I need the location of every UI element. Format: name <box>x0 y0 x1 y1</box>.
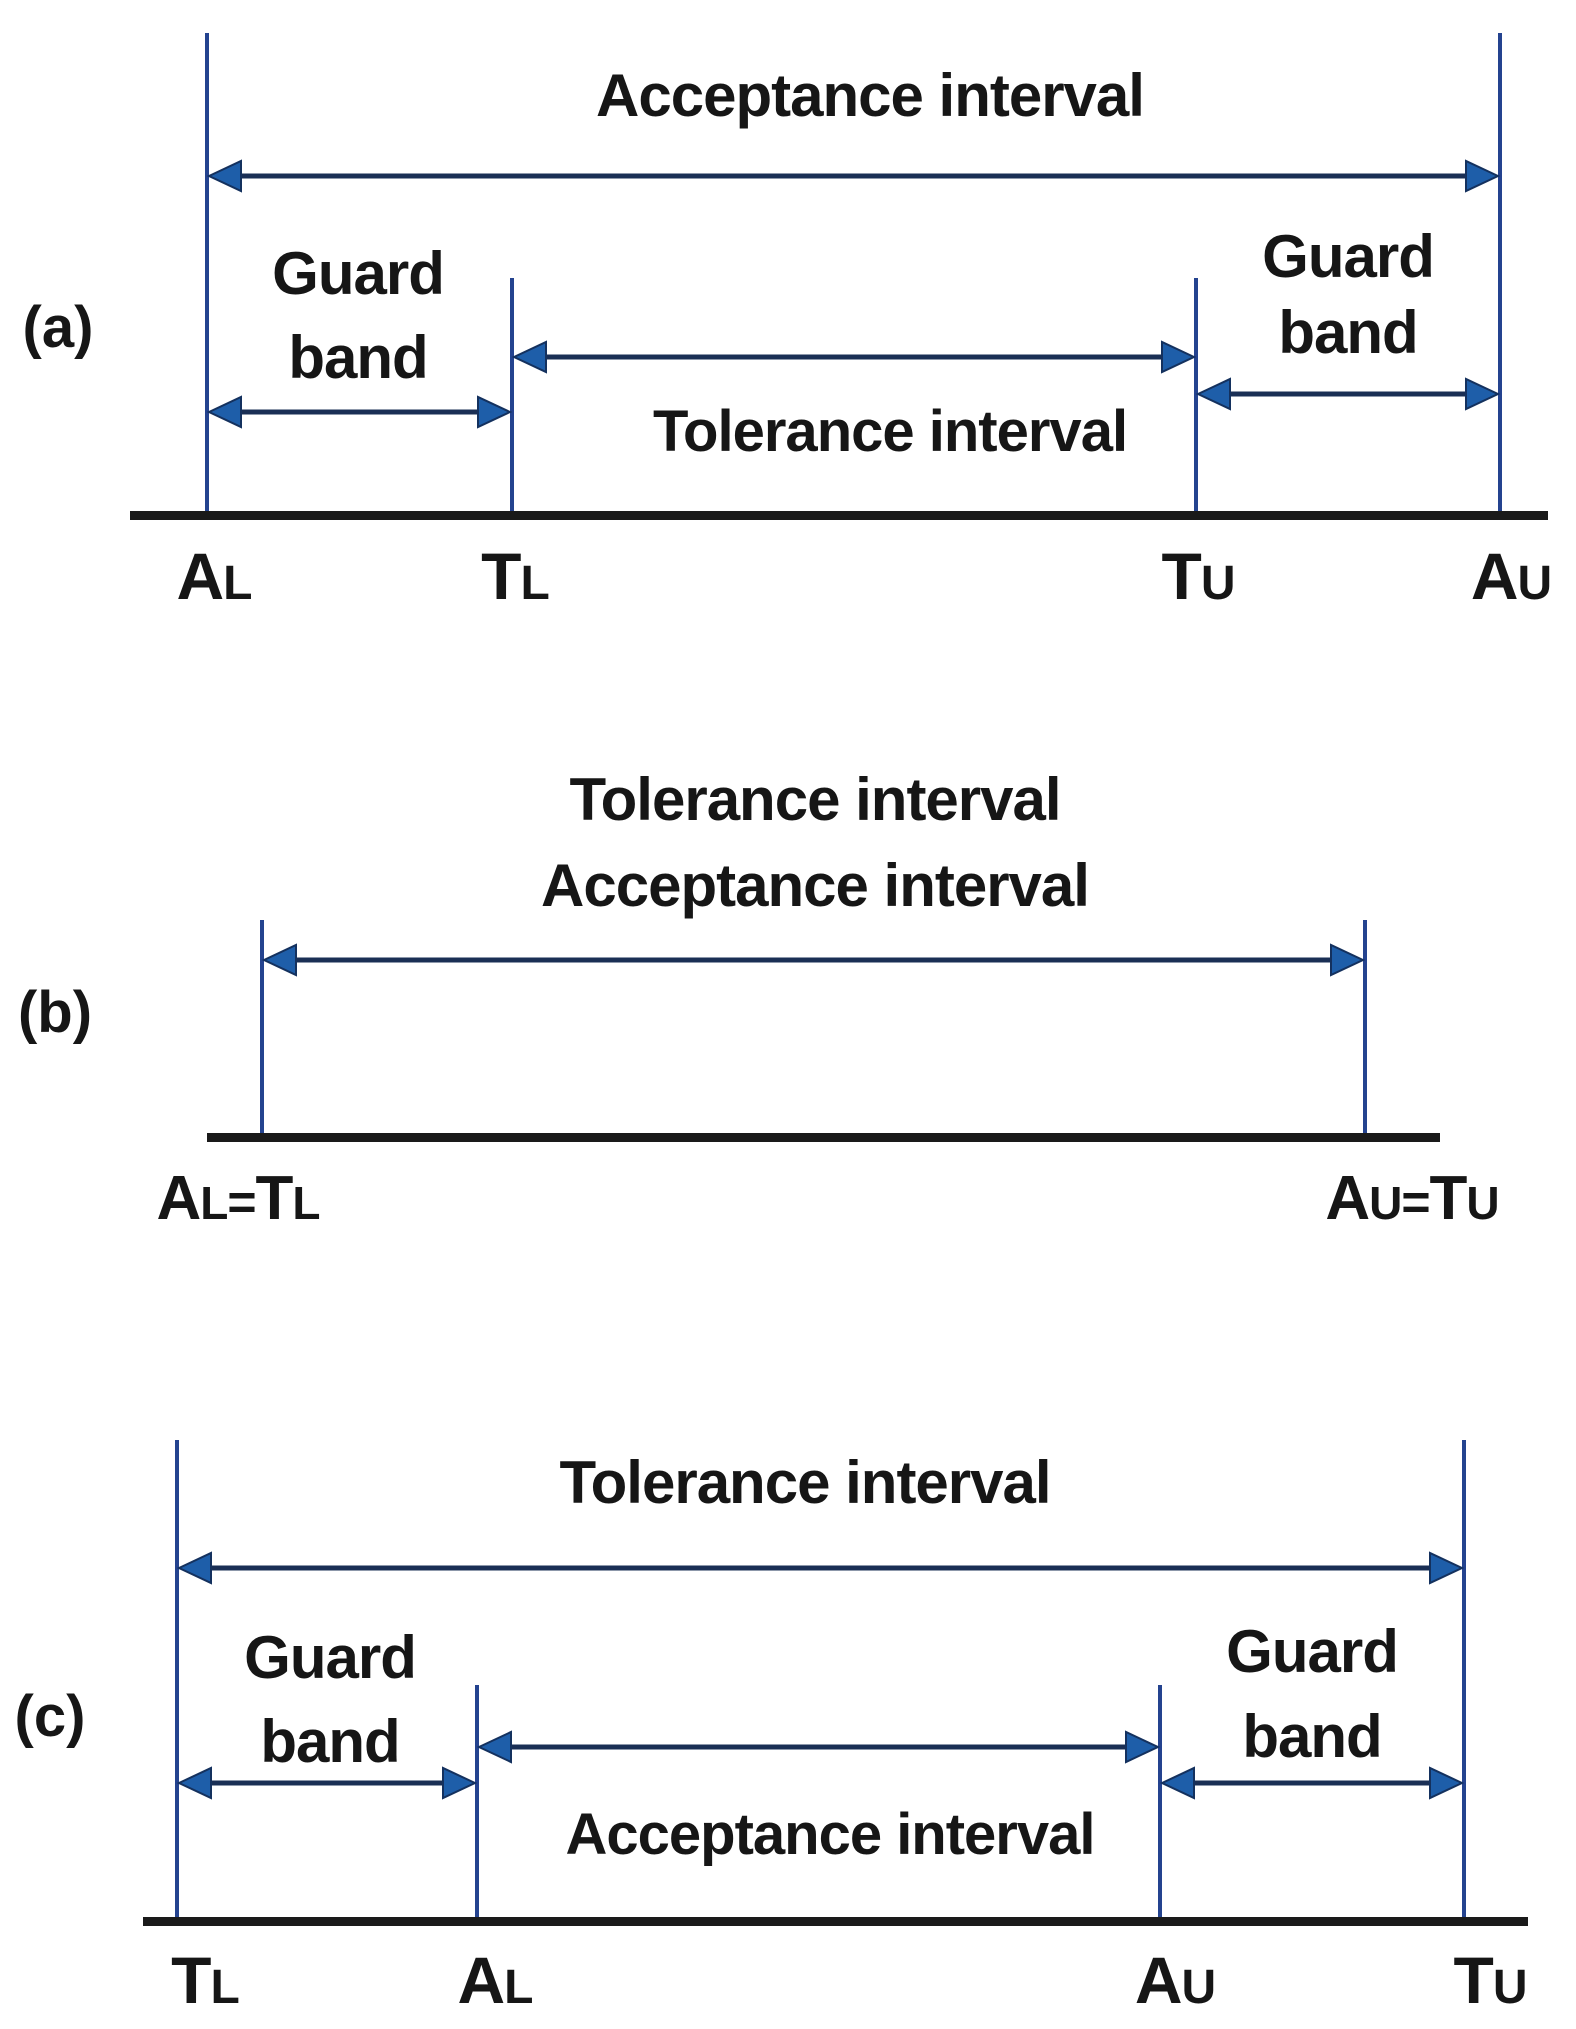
arrowhead-right-icon <box>1465 377 1501 411</box>
arrowhead-right-icon <box>1161 340 1197 374</box>
axis-subscript: L <box>520 557 550 610</box>
panel-a-axis-baseline <box>130 511 1548 520</box>
arrowhead-left-icon <box>511 340 547 374</box>
panel-b-lines <box>207 920 1440 1142</box>
panel-c-tolerance-arrow <box>176 1551 1465 1585</box>
panel-c-guard-band-left-label: Guard band <box>244 1616 417 1784</box>
guard-band-label-line1: Guard <box>1226 1618 1399 1685</box>
axis-letter: T <box>255 1164 294 1233</box>
panel-c-axis-label-tu: TU <box>1453 1943 1528 2017</box>
panel-b-tag: (b) <box>17 980 93 1045</box>
axis-letter: A <box>1134 1943 1183 2017</box>
axis-subscript: L <box>223 557 252 610</box>
panel-a-guard-band-right-label: Guard band <box>1262 219 1435 371</box>
axis-letter: T <box>1161 539 1202 613</box>
panel-c-guard-band-right-arrow <box>1159 1766 1465 1800</box>
panel-b-tolerance-interval-title: Tolerance interval <box>569 766 1061 833</box>
panel-a-axis-label-tl: TL <box>481 539 550 613</box>
axis-subscript: L <box>200 1177 228 1229</box>
panel-c-guard-band-right-label: Guard band <box>1226 1609 1399 1779</box>
panel-a-tag: (a) <box>22 295 94 360</box>
panel-b-interval-arrow <box>261 943 1366 977</box>
panel-b-acceptance-interval-title: Acceptance interval <box>541 852 1090 919</box>
panel-c-lines <box>143 1440 1528 1926</box>
guard-band-label-line1: Guard <box>244 1624 417 1691</box>
equals-sign: = <box>227 1174 256 1230</box>
arrowhead-right-icon <box>442 1766 478 1800</box>
panel-c-axis-label-tl: TL <box>171 1943 240 2017</box>
panel-a-acceptance-interval-title: Acceptance interval <box>596 62 1145 129</box>
axis-letter: A <box>457 1943 506 2017</box>
axis-subscript: L <box>292 1177 320 1229</box>
panel-c-acceptance-interval-label: Acceptance interval <box>565 1802 1095 1867</box>
arrowhead-right-icon <box>1429 1551 1465 1585</box>
axis-subscript: U <box>1369 1177 1402 1229</box>
panel-a-lines <box>130 33 1548 520</box>
panel-c-acceptance-arrow <box>476 1730 1161 1764</box>
axis-letter: T <box>1429 1164 1468 1233</box>
arrowhead-left-icon <box>261 943 297 977</box>
guard-band-label-line2: band <box>1278 299 1418 366</box>
panel-c-tag: (c) <box>14 1684 86 1749</box>
panel-a-acceptance-arrow <box>206 159 1501 193</box>
axis-letter: T <box>171 1943 211 2017</box>
guard-band-label-line2: band <box>260 1708 400 1775</box>
arrowhead-left-icon <box>1195 377 1231 411</box>
arrowhead-left-icon <box>206 159 242 193</box>
panel-a-axis-label-au: AU <box>1470 539 1553 613</box>
panel-a-guard-band-left-label: Guard band <box>272 232 445 400</box>
axis-subscript: L <box>210 1961 240 2014</box>
arrowhead-left-icon <box>476 1730 512 1764</box>
axis-subscript: U <box>1517 557 1553 610</box>
arrowhead-left-icon <box>176 1551 212 1585</box>
guard-band-label-line1: Guard <box>1262 223 1435 290</box>
arrowhead-right-icon <box>1465 159 1501 193</box>
panel-b-axis-baseline <box>207 1133 1440 1142</box>
panel-c-guard-band-left-arrow <box>176 1766 478 1800</box>
panel-a-guard-band-right-arrow <box>1195 377 1501 411</box>
arrowhead-right-icon <box>1125 1730 1161 1764</box>
panel-b-axis-label-left: AL=TL <box>156 1164 320 1233</box>
axis-subscript: U <box>1492 1961 1528 2014</box>
axis-letter: A <box>1470 539 1519 613</box>
guard-band-label-line2: band <box>1242 1703 1382 1770</box>
panel-a-axis-label-tu: TU <box>1161 539 1236 613</box>
arrowhead-right-icon <box>477 395 513 429</box>
panel-c-axis-label-au: AU <box>1134 1943 1217 2017</box>
axis-letter: A <box>176 539 225 613</box>
axis-subscript: L <box>504 1961 533 2014</box>
axis-letter: A <box>156 1164 201 1233</box>
axis-subscript: U <box>1466 1177 1499 1229</box>
guard-band-label-line1: Guard <box>272 240 445 307</box>
axis-letter: T <box>1453 1943 1494 2017</box>
arrowhead-right-icon <box>1429 1766 1465 1800</box>
panel-c-axis-label-al: AL <box>457 1943 534 2017</box>
arrowhead-left-icon <box>1159 1766 1195 1800</box>
axis-subscript: U <box>1200 557 1236 610</box>
panel-c-axis-baseline <box>143 1917 1528 1926</box>
panel-a-tolerance-interval-label: Tolerance interval <box>652 399 1128 464</box>
arrowhead-left-icon <box>206 395 242 429</box>
axis-subscript: U <box>1181 1961 1217 2014</box>
axis-letter: T <box>481 539 521 613</box>
panel-b-axis-label-right: AU=TU <box>1325 1164 1499 1233</box>
arrowhead-right-icon <box>1330 943 1366 977</box>
panel-c-tolerance-interval-title: Tolerance interval <box>559 1449 1051 1516</box>
panel-a-axis-label-al: AL <box>176 539 253 613</box>
panel-a-tolerance-arrow <box>511 340 1197 374</box>
panel-a-guard-band-left-arrow <box>206 395 513 429</box>
equals-sign: = <box>1401 1174 1430 1230</box>
guard-band-label-line2: band <box>288 324 428 391</box>
arrowhead-left-icon <box>176 1766 212 1800</box>
axis-letter: A <box>1325 1164 1370 1233</box>
